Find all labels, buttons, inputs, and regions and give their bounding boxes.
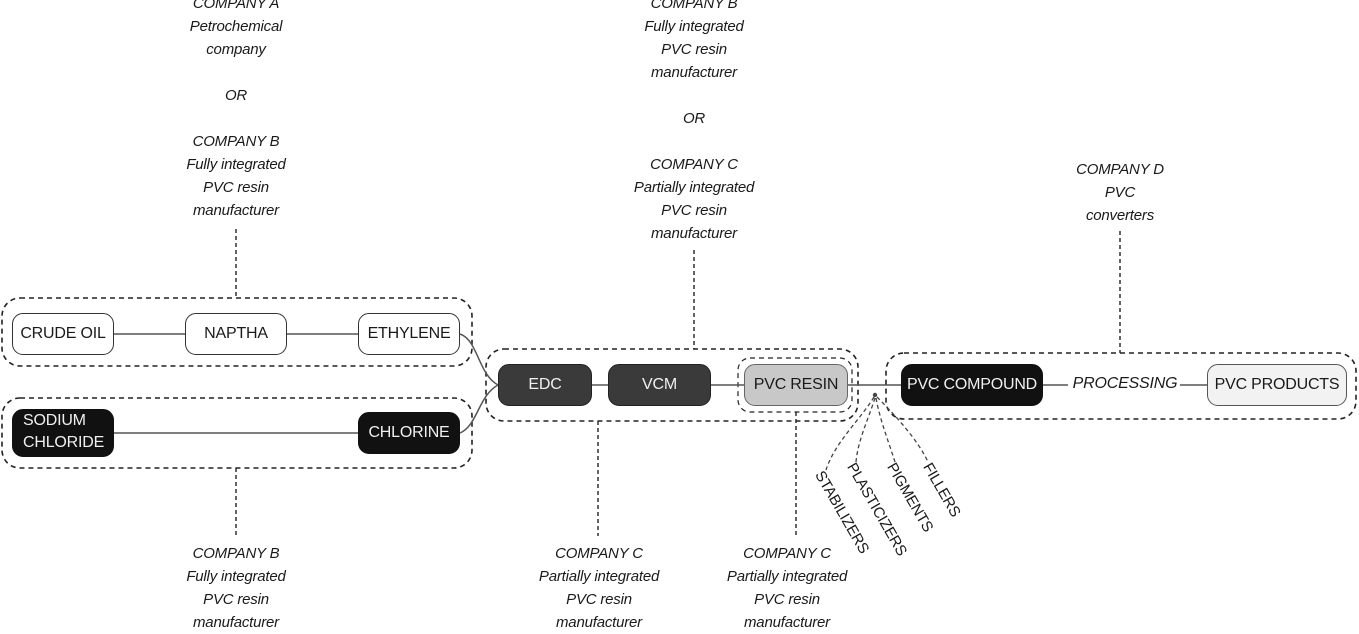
- label-line: PVC resin: [203, 591, 269, 608]
- additive-line-pigments: [875, 397, 896, 463]
- label-line: manufacturer: [651, 64, 737, 81]
- label-line: OR: [224, 87, 248, 104]
- node-label: ETHYLENE: [367, 325, 451, 342]
- link-ethylene-edc: [459, 333, 499, 386]
- label-line: PVC resin: [661, 202, 727, 219]
- group-hydrocarbon: [1, 297, 473, 367]
- processing-label: PROCESSING: [1072, 375, 1178, 392]
- label-line: PVC: [1104, 184, 1136, 201]
- label-line: manufacturer: [556, 614, 642, 631]
- label-line: COMPANY C: [743, 545, 831, 562]
- node-ethylene: ETHYLENE: [358, 313, 460, 355]
- label-line: COMPANY C: [555, 545, 643, 562]
- node-pvc-resin: PVC RESIN: [744, 364, 848, 406]
- node-label-line: SODIUM: [23, 412, 86, 429]
- label-line: Fully integrated: [644, 18, 744, 35]
- label-line: manufacturer: [651, 225, 737, 242]
- node-label: VCM: [642, 376, 677, 393]
- node-pvc-products: PVC PRODUCTS: [1207, 364, 1347, 406]
- label-line: Partially integrated: [633, 179, 755, 196]
- label-line: [186, 61, 285, 84]
- node-label: NAPTHA: [204, 325, 268, 342]
- node-label-line: CHLORIDE: [23, 434, 105, 451]
- label-company-c-right-group: COMPANY C Partially integrated PVC resin…: [727, 542, 847, 634]
- label-line: COMPANY B: [192, 545, 280, 562]
- label-line: Partially integrated: [538, 568, 660, 585]
- label-line: PVC resin: [566, 591, 632, 608]
- node-sodium-chloride: SODIUM CHLORIDE: [12, 409, 114, 457]
- label-line: COMPANY C: [650, 156, 738, 173]
- label-line: PVC resin: [661, 41, 727, 58]
- node-crude-oil: CRUDE OIL: [12, 313, 114, 355]
- node-chlorine: CHLORINE: [358, 412, 460, 454]
- label-line: COMPANY D: [1076, 161, 1164, 178]
- label-line: [634, 130, 754, 153]
- label-line: PVC resin: [203, 179, 269, 196]
- node-pvc-compound: PVC COMPOUND: [901, 364, 1043, 406]
- label-line: [634, 84, 754, 107]
- label-company-b-center-group: COMPANY B Fully integrated PVC resin man…: [634, 0, 754, 245]
- label-line: COMPANY B: [650, 0, 738, 12]
- label-company-b-bottom-group: COMPANY B Fully integrated PVC resin man…: [186, 542, 286, 634]
- label-company-a-group: COMPANY A Petrochemical company OR COMPA…: [186, 0, 286, 222]
- node-vcm: VCM: [608, 364, 711, 406]
- label-line: PVC resin: [754, 591, 820, 608]
- label-line: Petrochemical: [189, 18, 283, 35]
- label-line: manufacturer: [744, 614, 830, 631]
- node-label: CHLORINE: [368, 424, 450, 441]
- node-naptha: NAPTHA: [185, 313, 287, 355]
- label-line: [186, 107, 285, 130]
- label-company-c-left-group: COMPANY C Partially integrated PVC resin…: [539, 542, 659, 634]
- link-chlorine-edc: [459, 384, 499, 434]
- label-line: COMPANY A: [192, 0, 280, 12]
- label-line: manufacturer: [193, 614, 279, 631]
- label-company-d-group: COMPANY D PVC converters: [1076, 158, 1164, 227]
- label-line: converters: [1085, 207, 1155, 224]
- label-line: Partially integrated: [726, 568, 848, 585]
- label-line: manufacturer: [193, 202, 279, 219]
- label-line: Fully integrated: [186, 568, 286, 585]
- node-label: PVC RESIN: [753, 376, 839, 393]
- node-edc: EDC: [498, 364, 592, 406]
- label-line: Fully integrated: [186, 156, 286, 173]
- additive-line-plasticizers: [855, 397, 876, 463]
- additive-line-fillers: [876, 396, 929, 463]
- node-label: PVC COMPOUND: [906, 376, 1038, 393]
- node-label: CRUDE OIL: [20, 325, 106, 342]
- group-chlorine: [1, 397, 473, 469]
- node-label: EDC: [528, 376, 562, 393]
- label-line: OR: [682, 110, 706, 127]
- additive-junction-dot: [872, 392, 878, 398]
- additive-line-stabilizers: [825, 396, 875, 471]
- group-conversion: [885, 352, 1357, 420]
- label-line: company: [206, 41, 266, 58]
- node-label: PVC PRODUCTS: [1214, 376, 1340, 393]
- label-line: COMPANY B: [192, 133, 280, 150]
